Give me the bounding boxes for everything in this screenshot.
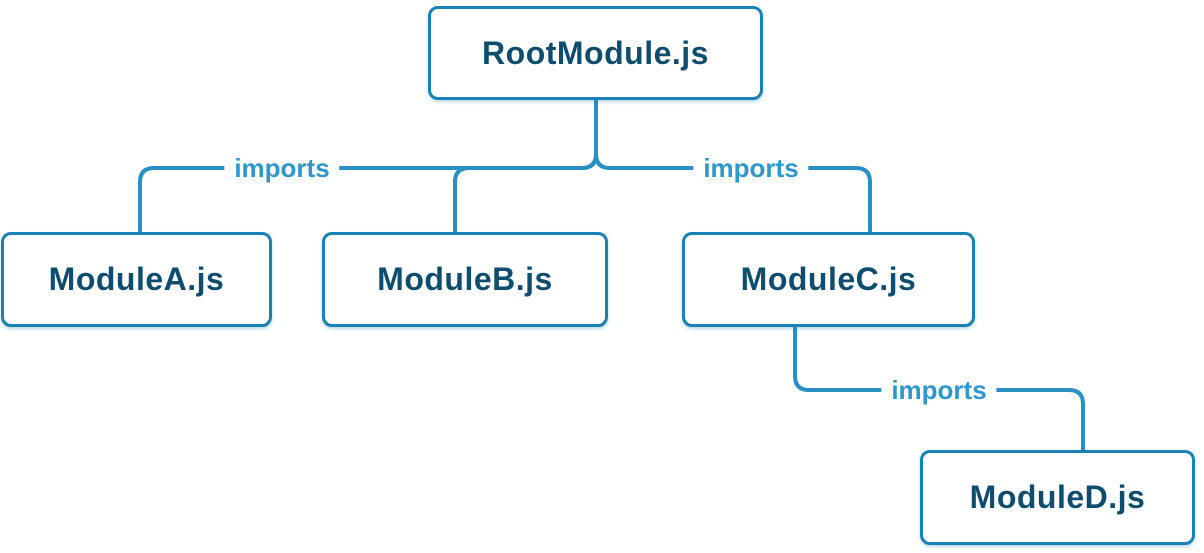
node-label-module-c: ModuleC.js (740, 261, 917, 297)
node-label-module-b: ModuleB.js (377, 261, 553, 297)
edge-label-imports-left: imports (224, 155, 340, 181)
node-root-module: RootModule.js (428, 6, 763, 100)
node-module-c: ModuleC.js (682, 232, 975, 327)
edge-label-imports-right: imports (693, 155, 809, 181)
node-label-module-a: ModuleA.js (48, 261, 225, 297)
edge-root-to-module-b (453, 100, 598, 232)
node-module-d: ModuleD.js (920, 450, 1195, 545)
node-label-module-d: ModuleD.js (969, 479, 1146, 515)
node-module-b: ModuleB.js (322, 232, 608, 327)
node-label-root-module: RootModule.js (482, 34, 709, 71)
node-module-a: ModuleA.js (1, 232, 272, 327)
edge-label-imports-bottom: imports (881, 377, 997, 403)
